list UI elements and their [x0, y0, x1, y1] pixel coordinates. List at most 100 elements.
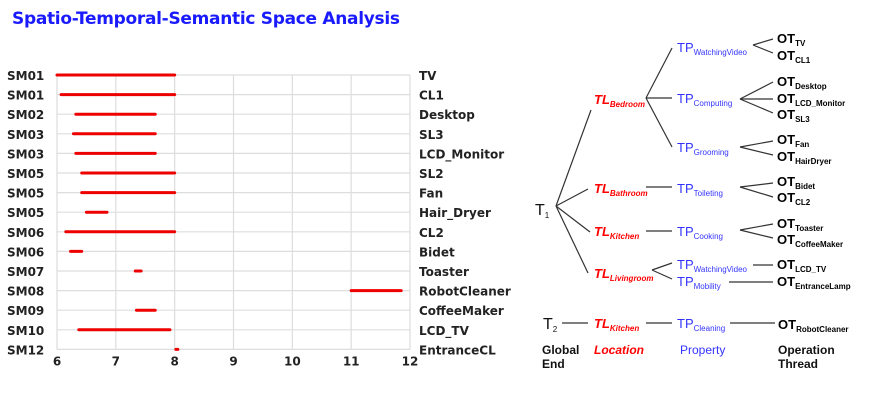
property-node-sub: WatchingVideo [694, 48, 748, 57]
thread-node-main: OT [777, 132, 795, 147]
sensor-label: SM05 [7, 167, 44, 181]
sensor-label: SM09 [7, 304, 44, 318]
thread-node-sub: CL2 [795, 198, 811, 207]
thread-node-sub: Desktop [795, 82, 827, 91]
sensor-label: SM03 [7, 128, 44, 142]
global-node-sub: 2 [553, 325, 558, 334]
property-node-sub: Toileting [694, 189, 723, 198]
thread-node-sub: LCD_TV [795, 265, 827, 274]
sensor-label: SM01 [7, 69, 44, 83]
x-tick-label: 7 [112, 354, 120, 368]
location-node: TLKitchen [594, 224, 639, 241]
thread-node-main: OT [777, 91, 795, 106]
object-label: CL2 [419, 226, 444, 240]
global-node-main: T [535, 202, 545, 219]
global-node-main: T [543, 316, 553, 333]
property-node-sub: Grooming [694, 148, 729, 157]
thread-node-sub: EntranceLamp [795, 282, 851, 291]
property-node-main: TP [677, 91, 694, 106]
object-label: Toaster [419, 265, 469, 279]
thread-node-sub: SL3 [795, 115, 810, 124]
object-label: CoffeeMaker [419, 304, 504, 318]
property-node: TPCooking [677, 224, 723, 241]
property-node-sub: Mobility [694, 282, 721, 291]
object-label: RobotCleaner [419, 285, 511, 299]
location-node-sub: Bathroom [610, 189, 648, 198]
thread-node-main: OT [777, 216, 795, 231]
footer-operation: Operation [778, 343, 835, 357]
location-node: TLBathroom [594, 181, 648, 198]
object-label: LCD_Monitor [419, 147, 504, 162]
location-node-sub: Bedroom [610, 100, 645, 109]
sensor-label: SM05 [7, 187, 44, 201]
global-node: T1 [535, 202, 550, 220]
location-node: TLLivingroom [594, 266, 653, 283]
thread-node-sub: LCD_Monitor [795, 99, 845, 108]
thread-node: OTBidet [777, 174, 815, 191]
sensor-label: SM06 [7, 245, 44, 259]
property-node: TPGrooming [677, 140, 729, 157]
thread-node-sub: CL1 [795, 56, 811, 65]
object-label: Desktop [419, 108, 475, 122]
thread-node-main: OT [777, 257, 795, 272]
page-title: Spatio-Temporal-Semantic Space Analysis [12, 9, 400, 29]
thread-node-main: OT [777, 107, 795, 122]
thread-node: OTLCD_TV [777, 257, 827, 274]
property-node-main: TP [677, 274, 694, 289]
object-label: Fan [419, 187, 443, 201]
thread-node-main: OT [777, 232, 795, 247]
sensor-label: SM05 [7, 206, 44, 220]
thread-node: OTLCD_Monitor [777, 91, 845, 108]
property-node-sub: Cleaning [694, 324, 726, 333]
property-node-sub: Computing [694, 99, 733, 108]
sensor-label: SM12 [7, 343, 44, 357]
thread-node-sub: RobotCleaner [796, 325, 848, 334]
thread-node: OTRobotCleaner [778, 317, 849, 334]
property-node: TPToileting [677, 181, 723, 198]
object-label: SL2 [419, 167, 444, 181]
thread-node-main: OT [777, 149, 795, 164]
footer-property: Property [680, 343, 725, 357]
location-node-main: TL [594, 224, 610, 239]
thread-node-main: OT [777, 190, 795, 205]
x-tick-label: 10 [284, 354, 301, 368]
thread-node: OTSL3 [777, 107, 810, 124]
thread-node: OTEntranceLamp [777, 274, 851, 291]
location-node-main: TL [594, 92, 610, 107]
property-node-main: TP [677, 140, 694, 155]
sensor-label: SM07 [7, 265, 44, 279]
property-node-sub: Cooking [694, 232, 723, 241]
object-label: LCD_TV [419, 324, 470, 339]
location-node-sub: Livingroom [610, 274, 654, 283]
property-node: TPWatchingVideo [677, 40, 748, 57]
global-node-sub: 1 [545, 211, 550, 220]
sensor-label: SM03 [7, 147, 44, 161]
thread-node: OTToaster [777, 216, 823, 233]
x-tick-label: 11 [343, 354, 360, 368]
thread-node: OTCL2 [777, 190, 811, 207]
footer-end: End [542, 357, 565, 371]
thread-node: OTDesktop [777, 74, 827, 91]
thread-node-main: OT [777, 48, 795, 63]
property-node-main: TP [677, 181, 694, 196]
thread-node: OTCL1 [777, 48, 811, 65]
sensor-label: SM10 [7, 324, 44, 338]
x-tick-label: 6 [53, 354, 61, 368]
sensor-label: SM02 [7, 108, 44, 122]
footer-location: Location [594, 343, 644, 357]
object-label: SL3 [419, 128, 444, 142]
thread-node: OTHairDryer [777, 149, 832, 166]
thread-node-sub: Fan [795, 140, 809, 149]
sensor-label: SM08 [7, 285, 44, 299]
thread-node-sub: Toaster [795, 224, 823, 233]
footer-thread: Thread [778, 357, 818, 371]
property-node: TPComputing [677, 91, 732, 108]
object-label: EntranceCL [419, 343, 496, 357]
location-node-main: TL [594, 181, 610, 196]
thread-node: OTTV [777, 31, 806, 48]
location-node-main: TL [594, 266, 610, 281]
x-tick-label: 9 [229, 354, 237, 368]
tree-footer: Global End Location Property Operation T… [542, 343, 835, 371]
x-tick-label: 12 [402, 354, 419, 368]
